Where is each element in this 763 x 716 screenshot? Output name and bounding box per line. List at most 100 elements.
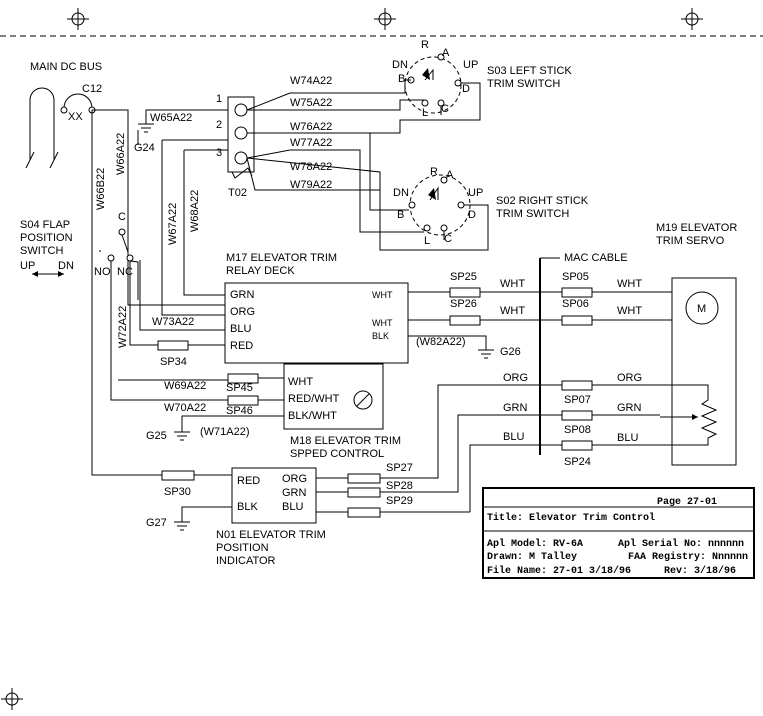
- svg-text:3: 3: [216, 147, 222, 159]
- svg-text:W65A22: W65A22: [150, 112, 192, 124]
- svg-text:G26: G26: [500, 346, 521, 358]
- svg-text:TRIM SWITCH: TRIM SWITCH: [487, 78, 560, 90]
- svg-text:W69A22: W69A22: [164, 380, 206, 392]
- svg-text:2: 2: [216, 119, 222, 131]
- m17-relay-deck: M17 ELEVATOR TRIM RELAY DECK GRN ORG BLU…: [224, 252, 409, 364]
- svg-text:TRIM SWITCH: TRIM SWITCH: [496, 208, 569, 220]
- svg-text:SP34: SP34: [160, 356, 187, 368]
- svg-text:W78A22: W78A22: [290, 161, 332, 173]
- svg-text:POSITION: POSITION: [216, 542, 269, 554]
- svg-text:RED/WHT: RED/WHT: [288, 393, 340, 405]
- svg-text:Rev: 3/18/96: Rev: 3/18/96: [664, 565, 736, 577]
- svg-text:W66B22: W66B22: [95, 168, 107, 210]
- svg-text:C12: C12: [82, 83, 102, 95]
- n01-elevator-trim-position-indicator: SP30 RED BLK ORG GRN BLU G27 N01 ELEVATO…: [146, 450, 470, 567]
- svg-text:SP06: SP06: [562, 298, 589, 310]
- svg-text:UP: UP: [20, 260, 35, 272]
- svg-text:SP46: SP46: [226, 405, 253, 417]
- svg-text:Apl Serial No: nnnnnn: Apl Serial No: nnnnnn: [618, 538, 744, 550]
- svg-text:BLU: BLU: [230, 323, 251, 335]
- svg-text:File Name: 27-01 3/18/96: File Name: 27-01 3/18/96: [487, 565, 631, 577]
- svg-text:RELAY DECK: RELAY DECK: [226, 265, 295, 277]
- svg-text:N01 ELEVATOR TRIM: N01 ELEVATOR TRIM: [216, 529, 326, 541]
- svg-text:WHT: WHT: [500, 278, 525, 290]
- svg-text:W74A22: W74A22: [290, 75, 332, 87]
- svg-text:ORG: ORG: [230, 306, 255, 318]
- svg-text:TRIM SERVO: TRIM SERVO: [656, 235, 725, 247]
- svg-text:UP: UP: [468, 187, 483, 199]
- svg-text:(W71A22): (W71A22): [200, 426, 250, 438]
- s04-flap-position-switch: S04 FLAP POSITION SWITCH UP DN C NO NC: [20, 211, 228, 401]
- svg-text:C: C: [441, 103, 449, 115]
- svg-text:SP45: SP45: [226, 382, 253, 394]
- splice-sp34: SP34: [157, 340, 225, 368]
- servo-wiring: [437, 380, 688, 512]
- svg-text:DN: DN: [58, 260, 74, 272]
- ground-g24: G24: [134, 109, 228, 154]
- svg-text:SP28: SP28: [386, 480, 413, 492]
- svg-text:WHT: WHT: [617, 305, 642, 317]
- m19-elevator-trim-servo: M19 ELEVATOR TRIM SERVO M: [656, 222, 737, 466]
- main-dc-bus: MAIN DC BUS C12 XX: [25, 61, 102, 169]
- svg-text:SWITCH: SWITCH: [20, 245, 63, 257]
- svg-text:FAA Registry: Nnnnnn: FAA Registry: Nnnnnn: [628, 551, 748, 563]
- s02-right-trim-switch: R A DN UP B D L C S02 RIGHT STICK TRIM S…: [393, 166, 589, 247]
- svg-text:G25: G25: [146, 430, 167, 442]
- svg-text:W79A22: W79A22: [290, 179, 332, 191]
- svg-text:Drawn: M Talley: Drawn: M Talley: [487, 551, 577, 563]
- svg-text:GRN: GRN: [503, 402, 528, 414]
- svg-text:C: C: [118, 211, 126, 223]
- svg-text:GRN: GRN: [617, 402, 642, 414]
- svg-text:W68A22: W68A22: [189, 190, 201, 232]
- svg-text:A: A: [446, 169, 454, 181]
- svg-text:POSITION: POSITION: [20, 232, 73, 244]
- svg-text:ORG: ORG: [282, 473, 307, 485]
- svg-text:W76A22: W76A22: [290, 121, 332, 133]
- svg-text:W70A22: W70A22: [164, 402, 206, 414]
- svg-text:BLK: BLK: [237, 501, 258, 513]
- svg-text:A: A: [442, 47, 450, 59]
- svg-text:C: C: [444, 233, 452, 245]
- svg-text:DN: DN: [393, 187, 409, 199]
- svg-text:R: R: [421, 39, 429, 51]
- svg-text:GRN: GRN: [282, 487, 307, 499]
- svg-text:WHT: WHT: [288, 376, 313, 388]
- svg-text:SP24: SP24: [564, 456, 591, 468]
- svg-text:BLK/WHT: BLK/WHT: [288, 410, 337, 422]
- bus-wiring: [91, 109, 232, 476]
- svg-text:BLU: BLU: [617, 432, 638, 444]
- svg-text:W73A22: W73A22: [152, 316, 194, 328]
- svg-text:SP26: SP26: [450, 298, 477, 310]
- svg-text:SP25: SP25: [450, 271, 477, 283]
- svg-text:L: L: [422, 107, 428, 119]
- svg-text:W75A22: W75A22: [290, 97, 332, 109]
- svg-text:D: D: [462, 83, 470, 95]
- svg-text:MAC CABLE: MAC CABLE: [564, 252, 628, 264]
- svg-text:W77A22: W77A22: [290, 137, 332, 149]
- svg-text:S02 RIGHT STICK: S02 RIGHT STICK: [496, 195, 589, 207]
- svg-text:BLU: BLU: [503, 431, 524, 443]
- svg-text:Title: Elevator Trim Control: Title: Elevator Trim Control: [487, 512, 655, 524]
- svg-text:SP30: SP30: [164, 486, 191, 498]
- svg-text:WHT: WHT: [372, 318, 393, 328]
- mac-cable: MAC CABLE: [539, 252, 628, 455]
- svg-text:UP: UP: [463, 59, 478, 71]
- svg-text:1: 1: [216, 93, 222, 105]
- svg-text:SP27: SP27: [386, 462, 413, 474]
- svg-text:RED: RED: [237, 475, 260, 487]
- svg-text:S04 FLAP: S04 FLAP: [20, 219, 70, 231]
- svg-text:RED: RED: [230, 340, 253, 352]
- svg-text:WHT: WHT: [617, 278, 642, 290]
- svg-text:ORG: ORG: [617, 372, 642, 384]
- svg-text:W67A22: W67A22: [167, 203, 179, 245]
- svg-text:XX: XX: [68, 111, 83, 123]
- svg-text:BLU: BLU: [282, 501, 303, 513]
- m18-elevator-trim-speed-control: W69A22 W70A22 SP45 SP46 WHT RED/WHT BLK/…: [146, 363, 401, 460]
- svg-text:M17 ELEVATOR TRIM: M17 ELEVATOR TRIM: [226, 252, 337, 264]
- relay-deck-feeds: [139, 139, 228, 331]
- svg-text:(W82A22): (W82A22): [416, 336, 466, 348]
- svg-text:G27: G27: [146, 517, 167, 529]
- svg-text:WHT: WHT: [372, 290, 393, 300]
- svg-text:M19 ELEVATOR: M19 ELEVATOR: [656, 222, 737, 234]
